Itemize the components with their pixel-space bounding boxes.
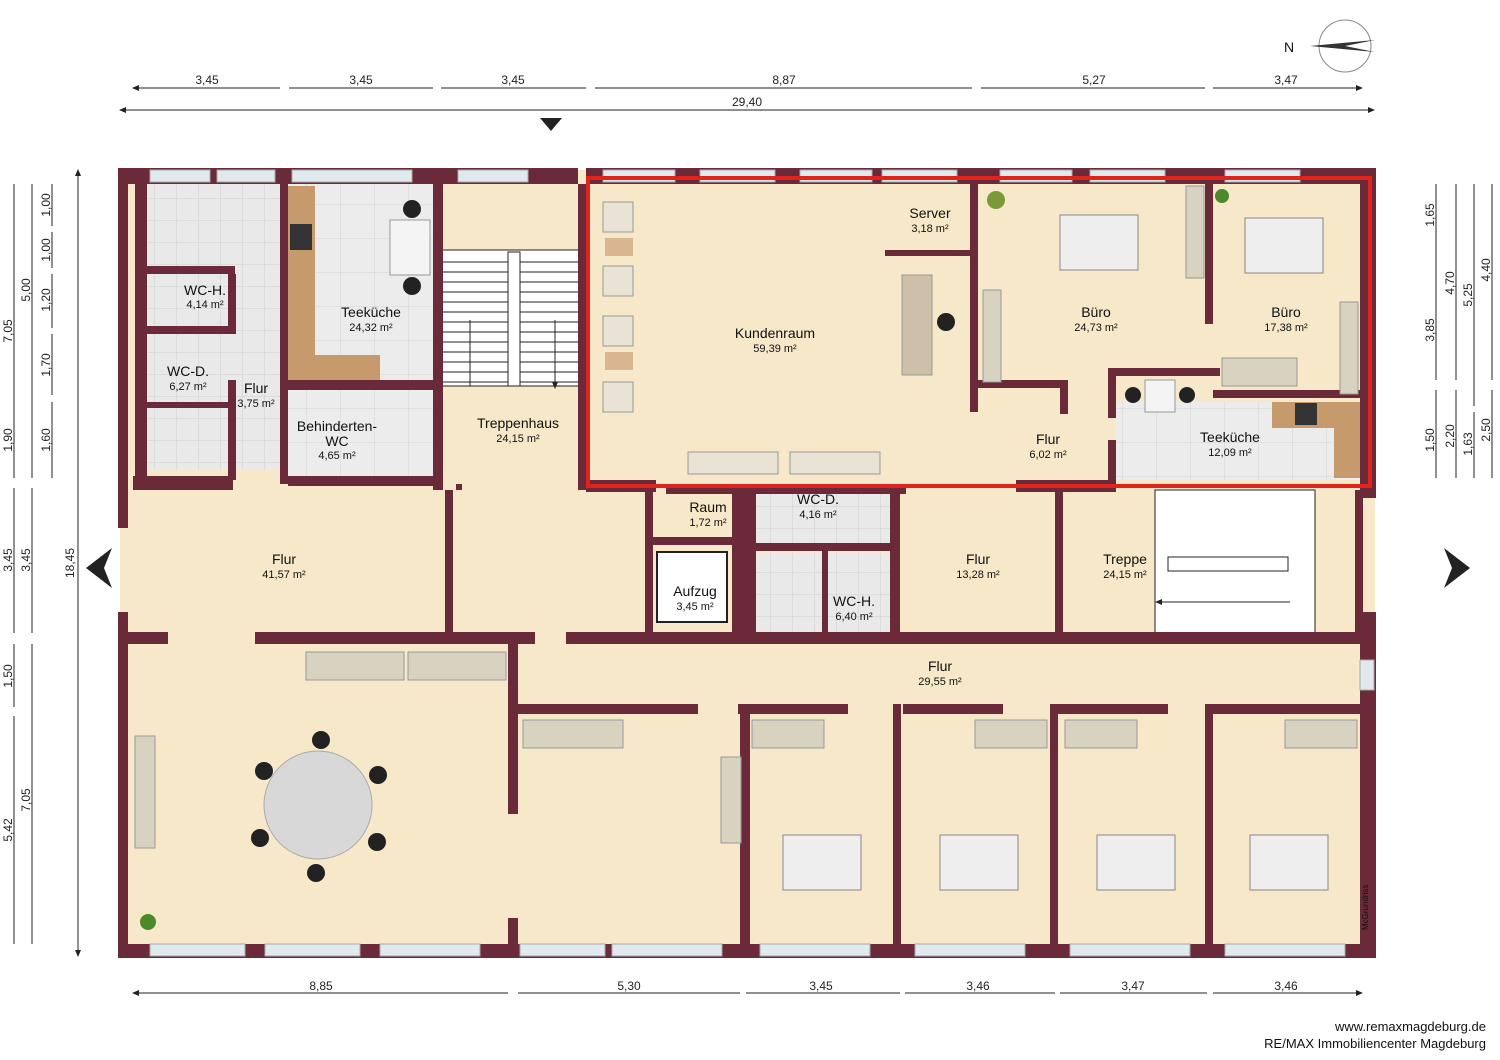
dim-right-mid-1: 4,70: [1443, 271, 1457, 295]
dim-bottom-6: 3,46: [1274, 979, 1298, 993]
room-area-flur-left: 41,57 m²: [262, 569, 306, 581]
dimension-lines: [13, 88, 1493, 993]
footer-company: RE/MAX Immobiliencenter Magdeburg: [1264, 1036, 1486, 1051]
room-area-raum: 1,72 m²: [689, 517, 727, 529]
dim-top-2: 3,45: [349, 73, 373, 87]
room-name-flur-left: Flur: [272, 551, 296, 567]
dim-left-mid-1: 5,00: [19, 278, 33, 302]
room-name-server: Server: [909, 205, 951, 221]
desk-cluster: [1244, 217, 1324, 274]
dim-bottom-2: 5,30: [617, 979, 641, 993]
desk-cluster: [782, 834, 862, 891]
entrance-arrow-top: [540, 118, 562, 131]
room-name-flur-mid: Flur: [966, 551, 990, 567]
room-area-flur-long: 29,55 m²: [918, 676, 962, 688]
desk-cluster: [1249, 834, 1329, 891]
watermark: McGrundriss: [1361, 885, 1370, 930]
footer-url: www.remaxmagdeburg.de: [1334, 1019, 1486, 1034]
dim-bottom-5: 3,47: [1121, 979, 1145, 993]
room-name-flur-long: Flur: [928, 658, 952, 674]
dim-left-outer-2: 1,90: [1, 428, 15, 452]
room-area-behinderten: 4,65 m²: [318, 450, 356, 462]
stair-treppe: [1154, 489, 1316, 636]
room-name-wc-d-top: WC-D.: [167, 363, 209, 379]
dim-left-outer-1: 7,05: [1, 319, 15, 343]
room-name-wc-h-mid: WC-H.: [833, 593, 875, 609]
room-area-flur-right: 6,02 m²: [1029, 449, 1067, 461]
room-area-flur-mid: 13,28 m²: [956, 569, 1000, 581]
dim-left-mid-3: 7,05: [19, 788, 33, 812]
room-name-raum: Raum: [689, 499, 726, 515]
room-name-buero-2: Büro: [1271, 304, 1301, 320]
dim-right-inner-1: 1,65: [1423, 203, 1437, 227]
room-name-buero-1: Büro: [1081, 304, 1111, 320]
room-area-server: 3,18 m²: [911, 223, 949, 235]
dim-right-mid-2: 2,20: [1443, 424, 1457, 448]
dim-top-5: 5,27: [1082, 73, 1106, 87]
dim-top-3: 3,45: [501, 73, 525, 87]
dim-left-inner-5: 1,60: [39, 428, 53, 452]
room-name-aufzug: Aufzug: [673, 583, 717, 599]
room-name-flur-right: Flur: [1036, 431, 1060, 447]
compass: N: [1284, 19, 1375, 73]
room-area-wc-d-mid: 4,16 m²: [799, 509, 837, 521]
desk-cluster: [939, 834, 1019, 891]
desk-cluster: [1096, 834, 1176, 891]
room-name-treppe: Treppe: [1103, 551, 1147, 567]
dimension-labels: 3,45 3,45 3,45 8,87 5,27 3,47 29,40 8,85…: [1, 73, 1493, 993]
dim-left-inner-1: 1,00: [39, 193, 53, 217]
room-area-aufzug: 3,45 m²: [676, 601, 714, 613]
room-area-flur-small: 3,75 m²: [237, 398, 275, 410]
dim-left-inner-3: 1,20: [39, 288, 53, 312]
highlight-frame: [586, 176, 1372, 488]
dim-left-mid-2: 3,45: [19, 548, 33, 572]
room-name-teekueche-left: Teeküche: [341, 304, 401, 320]
room-area-teekueche-left: 24,32 m²: [349, 322, 393, 334]
room-name-behinderten-1: Behinderten-: [297, 418, 378, 434]
room-area-buero-1: 24,73 m²: [1074, 322, 1118, 334]
entrance-arrow-right: [1444, 548, 1470, 588]
dim-left-inner-4: 1,70: [39, 353, 53, 377]
compass-north-label: N: [1284, 39, 1294, 55]
room-name-teekueche-right: Teeküche: [1200, 429, 1260, 445]
dim-left-outer-4: 1,50: [1, 664, 15, 688]
dim-left-outer-3: 3,45: [1, 548, 15, 572]
room-labels: WC-H. 4,14 m² WC-D. 6,27 m² Flur 3,75 m²…: [167, 205, 1308, 688]
room-area-teekueche-right: 12,09 m²: [1208, 447, 1252, 459]
entrance-arrow-left: [86, 548, 112, 588]
room-area-wc-h-top: 4,14 m²: [186, 299, 224, 311]
room-area-wc-h-mid: 6,40 m²: [835, 611, 873, 623]
room-area-buero-2: 17,38 m²: [1264, 322, 1308, 334]
dim-right-outer-1: 5,25: [1461, 283, 1475, 307]
dim-top-1: 3,45: [195, 73, 219, 87]
dim-top-total: 29,40: [732, 95, 762, 109]
dim-top-4: 8,87: [772, 73, 796, 87]
dim-top-6: 3,47: [1274, 73, 1298, 87]
dim-right-total-1: 4,40: [1479, 258, 1493, 282]
room-area-treppenhaus: 24,15 m²: [496, 433, 540, 445]
room-area-treppe: 24,15 m²: [1103, 569, 1147, 581]
dim-right-inner-3: 1,50: [1423, 428, 1437, 452]
dim-left-outer-5: 5,42: [1, 818, 15, 842]
stair-treppenhaus: [441, 249, 586, 386]
dim-bottom-3: 3,45: [809, 979, 833, 993]
desk-cluster: [1059, 214, 1139, 271]
dim-bottom-1: 8,85: [309, 979, 333, 993]
furniture: [134, 185, 1360, 930]
room-name-wc-h-top: WC-H.: [184, 282, 226, 298]
dim-right-total-2: 2,50: [1479, 418, 1493, 442]
room-name-kundenraum: Kundenraum: [735, 325, 815, 341]
room-name-behinderten-2: WC: [325, 433, 348, 449]
room-name-wc-d-mid: WC-D.: [797, 491, 839, 507]
dim-right-inner-2: 3,85: [1423, 318, 1437, 342]
room-area-wc-d-top: 6,27 m²: [169, 381, 207, 393]
room-name-flur-small: Flur: [244, 380, 268, 396]
dim-right-outer-2: 1,63: [1461, 432, 1475, 456]
dim-left-inner-2: 1,00: [39, 238, 53, 262]
room-area-kundenraum: 59,39 m²: [753, 343, 797, 355]
room-name-treppenhaus: Treppenhaus: [477, 415, 559, 431]
dim-bottom-4: 3,46: [966, 979, 990, 993]
dim-left-total: 18,45: [63, 548, 77, 578]
